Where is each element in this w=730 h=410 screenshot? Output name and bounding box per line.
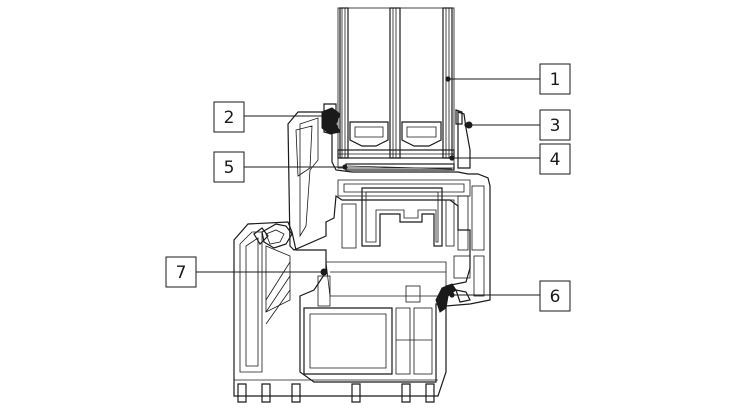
- callout-7: 7: [165, 256, 327, 288]
- callout-2-label: 2: [224, 108, 235, 128]
- callout-5: 5: [213, 151, 348, 183]
- callout-6: 6: [449, 280, 571, 312]
- callout-5-label: 5: [224, 158, 235, 178]
- callout-3-label: 3: [550, 116, 561, 136]
- callout-3: 3: [464, 109, 571, 141]
- frame-profile: [233, 221, 447, 403]
- glazing-unit: [337, 7, 455, 169]
- callout-2: 2: [213, 101, 333, 133]
- callout-1-label: 1: [550, 70, 561, 90]
- callout-1: 1: [445, 63, 571, 95]
- callout-7-label: 7: [176, 263, 187, 283]
- callout-4: 4: [449, 143, 571, 175]
- callout-4-label: 4: [550, 150, 561, 170]
- seals: [253, 223, 471, 313]
- callout-6-label: 6: [550, 287, 561, 307]
